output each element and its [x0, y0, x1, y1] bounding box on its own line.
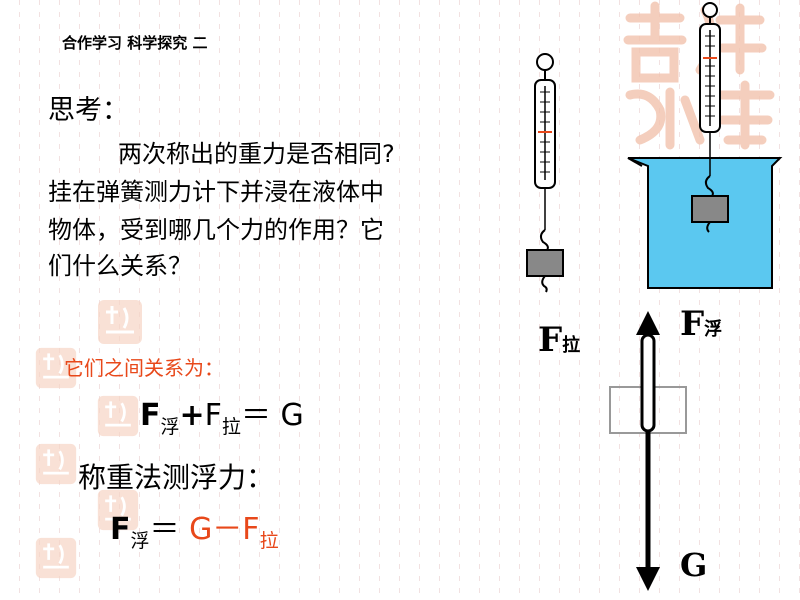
decorative-seal-small-2 [35, 347, 77, 389]
method-f-buoyancy: F [110, 512, 131, 547]
decorative-seal-small-4 [35, 443, 77, 485]
formula-sub-fu: 浮 [160, 416, 180, 438]
force-diagram [609, 311, 687, 591]
question-line-1: 两次称出的重力是否相同? [118, 140, 395, 168]
method-sub-fu: 浮 [130, 530, 150, 552]
question-line-3: 物体，受到哪几个力的作用？它 [48, 216, 384, 244]
relation-label: 它们之间关系为： [64, 356, 224, 380]
formula-equals: ＝ [240, 398, 271, 433]
formula-sub-la: 拉 [221, 416, 241, 438]
method-rhs: G－F [189, 512, 260, 547]
formula-f-pull: F [204, 398, 222, 433]
spring-scale-in-air [526, 53, 564, 293]
decorative-seal-small-5 [97, 489, 139, 531]
beaker-with-water [627, 2, 783, 289]
question-line-2: 挂在弹簧测力计下并浸在液体中 [48, 178, 384, 206]
diagram-pull-f: F [538, 320, 563, 360]
formula-f-buoyancy: F [140, 398, 161, 433]
diagram-buoy-sub: 浮 [704, 319, 723, 340]
formula-plus: + [179, 398, 205, 433]
formula-g: G [280, 398, 304, 433]
slide-header: 合作学习 科学探究 二 [62, 34, 208, 52]
diagram-label-pull: F拉 [538, 320, 580, 360]
diagram-label-gravity: G [680, 546, 708, 584]
method-formula: F浮＝ G－F拉 [110, 504, 279, 553]
think-label: 思考： [48, 95, 129, 126]
method-sub-la: 拉 [259, 530, 279, 552]
decorative-seal-small-6 [35, 537, 77, 579]
question-line-4: 们什么关系？ [48, 252, 192, 280]
diagram-pull-sub: 拉 [562, 335, 581, 356]
method-label: 称重法测浮力： [78, 461, 275, 494]
decorative-seal-small-3 [97, 395, 139, 437]
relation-formula: F浮+F拉＝ G [140, 390, 304, 439]
decorative-seal-small-1 [98, 300, 142, 344]
diagram-buoy-f: F [680, 304, 705, 344]
diagram-label-buoyancy: F浮 [680, 304, 722, 344]
method-equals: ＝ [149, 512, 180, 547]
